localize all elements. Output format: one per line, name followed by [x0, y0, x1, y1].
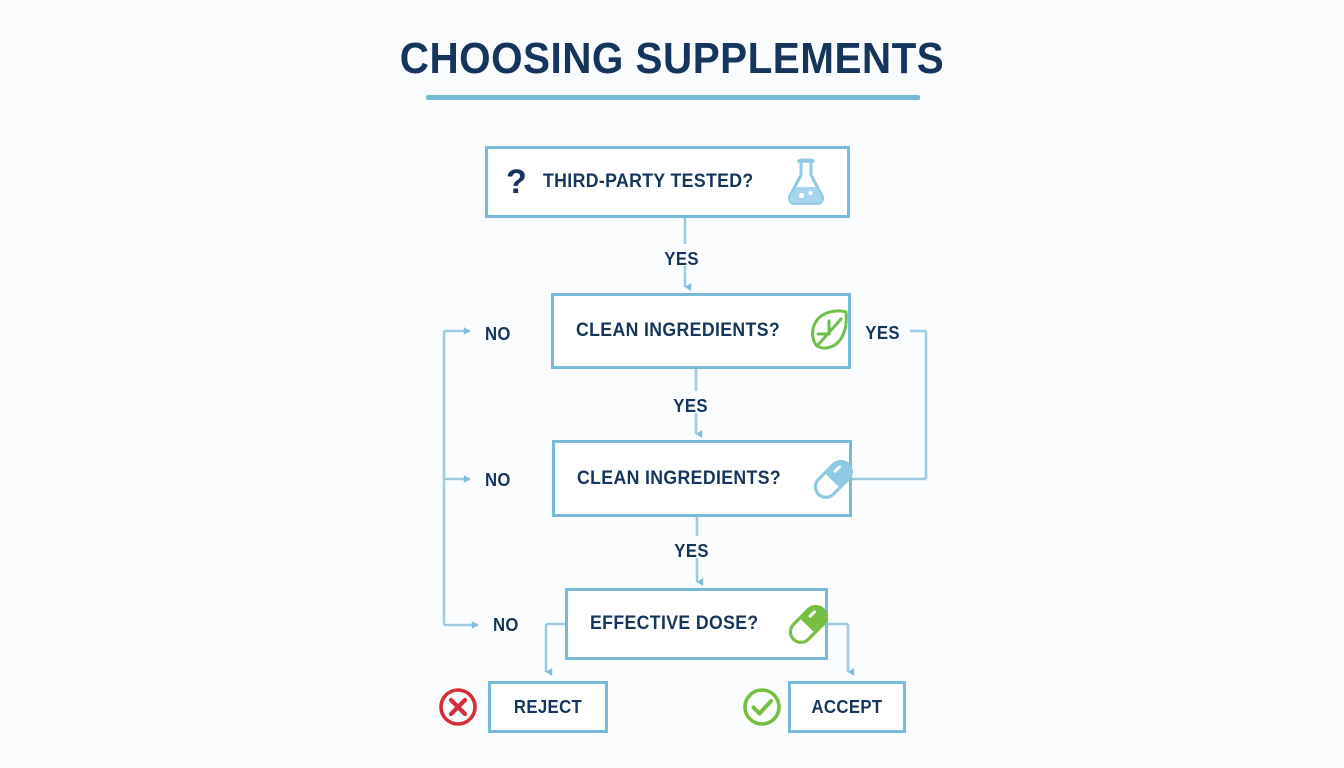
leaf-icon [807, 308, 851, 354]
blue-capsule-icon [808, 455, 858, 503]
decision-node-third-party-tested[interactable]: ? THIRD-PARTY TESTED? [485, 146, 850, 218]
node-label: CLEAN INGREDIENTS? [577, 467, 782, 489]
edge-label-no-2: NO [484, 470, 511, 490]
node-label: THIRD-PARTY TESTED? [542, 171, 754, 192]
flask-icon [783, 156, 829, 208]
edge-label-no-1: NO [484, 324, 511, 344]
terminal-node-accept[interactable]: ACCEPT [788, 681, 906, 733]
question-mark-icon: ? [506, 163, 527, 201]
node-label: CLEAN INGREDIENTS? [576, 320, 781, 341]
green-capsule-icon [783, 600, 833, 648]
node-label: ACCEPT [811, 696, 883, 717]
decision-node-clean-ingredients-capsule[interactable]: CLEAN INGREDIENTS? [552, 440, 854, 517]
circle-x-icon [437, 686, 479, 733]
node-label: REJECT [513, 696, 583, 717]
page-title: CHOOSING SUPPLEMENTS [399, 34, 945, 83]
terminal-node-reject[interactable]: REJECT [488, 681, 608, 733]
edge-label-yes-1: YES [664, 249, 699, 269]
edge-label-no-3: NO [492, 615, 519, 635]
title-underline-rule [426, 95, 920, 100]
decision-node-clean-ingredients-leaf[interactable]: CLEAN INGREDIENTS? [551, 293, 851, 369]
edge-label-yes-3: YES [674, 541, 709, 561]
edge-label-yes-right: YES [865, 323, 900, 343]
node-label: EFFECTIVE DOSE? [590, 613, 759, 634]
decision-node-effective-dose[interactable]: EFFECTIVE DOSE? [565, 588, 829, 660]
circle-check-icon [741, 686, 783, 733]
edge-label-yes-2: YES [673, 396, 708, 416]
